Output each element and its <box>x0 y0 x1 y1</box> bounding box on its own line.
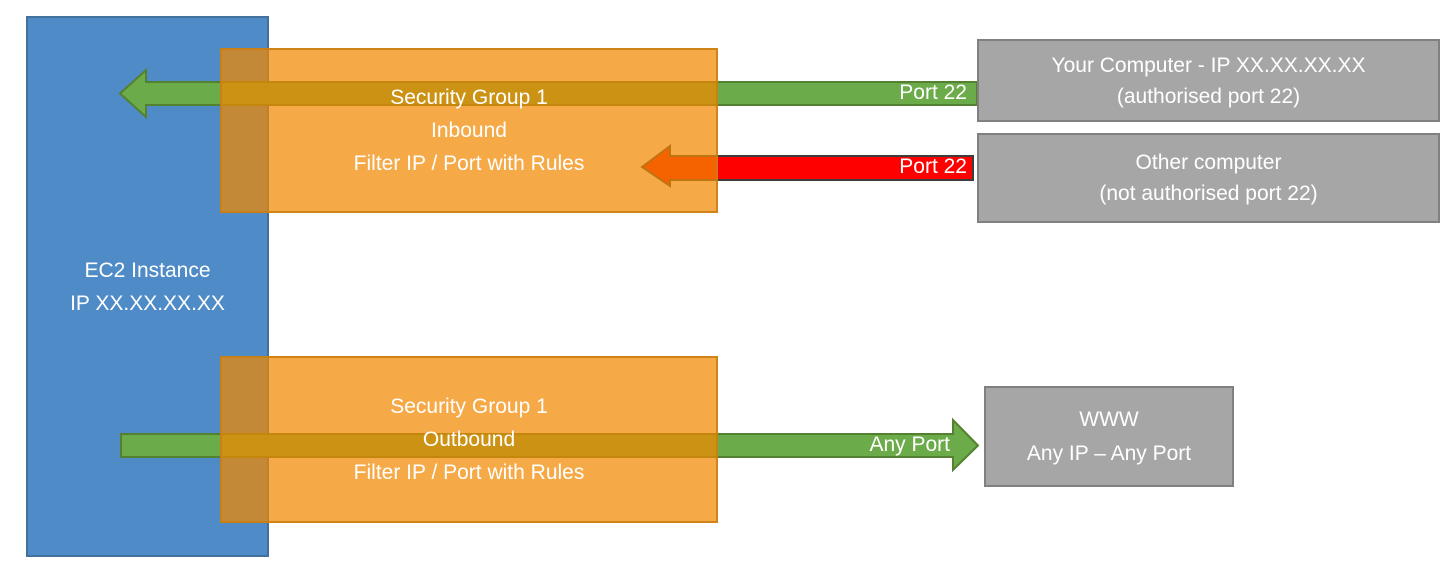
sg-inbound-direction: Inbound <box>431 119 507 142</box>
inbound-blocked-port-label: Port 22 <box>899 155 967 178</box>
ec2-instance-name: EC2 Instance <box>84 258 211 282</box>
sg-inbound-title: Security Group 1 <box>390 86 548 109</box>
www-box: WWW Any IP – Any Port <box>984 386 1234 487</box>
your-computer-box: Your Computer - IP XX.XX.XX.XX (authoris… <box>977 39 1440 122</box>
www-title: WWW <box>1079 407 1139 431</box>
www-subtitle: Any IP – Any Port <box>1026 441 1192 465</box>
security-group-outbound-box: Security Group 1 Outbound Filter IP / Po… <box>220 356 718 523</box>
ec2-instance-ip: IP XX.XX.XX.XX <box>70 291 225 315</box>
sg-outbound-rule: Filter IP / Port with Rules <box>353 461 585 484</box>
your-computer-title: Your Computer - IP XX.XX.XX.XX <box>1051 53 1366 77</box>
your-computer-subtitle: (authorised port 22) <box>1116 84 1301 108</box>
security-group-inbound-box: Security Group 1 Inbound Filter IP / Por… <box>220 48 718 213</box>
other-computer-subtitle: (not authorised port 22) <box>1099 182 1318 205</box>
other-computer-title: Other computer <box>1135 151 1282 174</box>
inbound-allowed-port-label: Port 22 <box>899 81 967 104</box>
sg-inbound-rule: Filter IP / Port with Rules <box>353 152 585 175</box>
outbound-port-label: Any Port <box>869 433 950 456</box>
other-computer-box: Other computer (not authorised port 22) <box>977 133 1440 223</box>
sg-outbound-direction: Outbound <box>422 428 516 451</box>
sg-outbound-title: Security Group 1 <box>390 395 548 418</box>
